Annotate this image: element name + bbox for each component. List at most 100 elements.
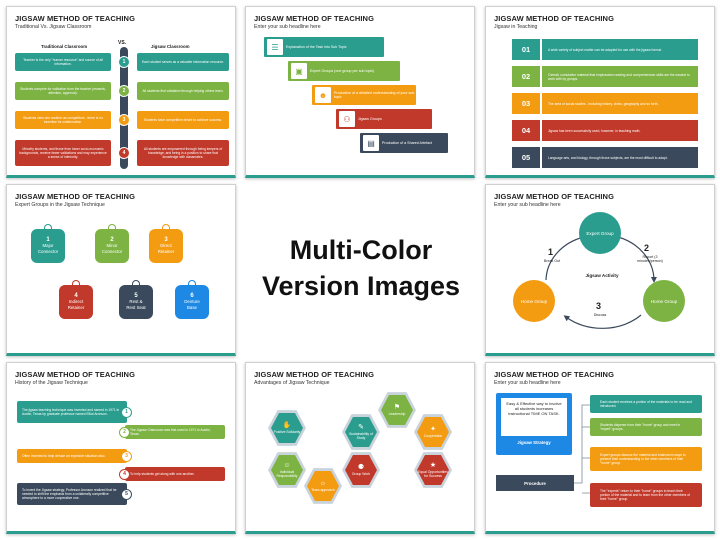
slide-thumbnail-7[interactable]: JIGSAW METHOD OF TEACHING History of the…	[6, 362, 236, 534]
advantage-hexagon: ✎Sustainability of Study	[342, 414, 380, 450]
home-group-left-label: Home Group	[520, 298, 548, 304]
history-number-badge: 1	[121, 406, 132, 418]
tag-number: 6	[190, 292, 194, 299]
row-number: 03	[512, 93, 540, 114]
strategy-text: Easy & Effective way to involve all stud…	[501, 398, 567, 436]
history-number-badge: 3	[121, 450, 132, 462]
board-icon: ▤	[362, 134, 380, 152]
slide-title: JIGSAW METHOD OF TEACHING	[15, 192, 136, 201]
people-icon: ☻	[314, 86, 332, 104]
advantage-label: Individual Responsibility	[276, 470, 298, 478]
history-item: To invent the Jigsaw strategy, Professor…	[17, 483, 127, 505]
procedure-box: Procedure	[496, 475, 574, 491]
jigsaw-activity-label: Jigsaw Activity	[585, 273, 619, 278]
slide-thumbnail-3[interactable]: JIGSAW METHOD OF TEACHING Jigsaw in Teac…	[485, 6, 715, 178]
advantage-hexagon: ✦Cooperation	[414, 414, 452, 450]
slide-thumbnail-5[interactable]: JIGSAW METHOD OF TEACHING Enter your sub…	[485, 184, 715, 356]
advantage-label: Group Work	[351, 472, 371, 476]
slide-title: JIGSAW METHOD OF TEACHING	[494, 192, 615, 201]
slide-title: JIGSAW METHOD OF TEACHING	[15, 14, 136, 23]
hexagon-body: ⚈Group Work	[345, 454, 377, 486]
right-header: Jigsaw Classroom	[151, 44, 190, 49]
staircase-step: ☻Production of a detailed understanding …	[312, 85, 416, 105]
tag-line-2: Retainer	[67, 304, 85, 310]
slide-subtitle: Expert Groups in the Jigsaw Technique	[15, 202, 105, 208]
tag-hook-icon	[44, 224, 52, 230]
tag-number: 2	[110, 236, 114, 243]
hexagon-body: ★Equal Opportunities for Success	[417, 454, 449, 486]
step-text: Jigsaw Groups	[358, 116, 382, 121]
advantage-hexagon: ☺Individual Responsibility	[268, 452, 306, 488]
row-number: 02	[512, 66, 540, 87]
slide-subtitle: Traditional Vs. Jigsaw Classroom	[15, 24, 92, 30]
home-group-right-label: Home Group	[650, 298, 678, 304]
step-1-number: 1	[548, 247, 554, 257]
row-number-badge: 1	[118, 56, 130, 68]
center-title-line-1: Multi-Color	[289, 235, 433, 265]
team-icon: ☼	[319, 480, 327, 487]
person-icon: ☺	[283, 462, 291, 469]
advantage-label: Cooperation	[423, 434, 443, 438]
step-2-label: Report (3 minutes/person)	[637, 255, 663, 263]
row-text: The area of social studies - including h…	[542, 93, 698, 114]
tag-hook-icon	[162, 224, 170, 230]
history-number-badge: 2	[119, 426, 130, 438]
tag-line-1: Denture	[184, 299, 200, 305]
history-item: To help students get along with one anot…	[125, 467, 225, 481]
advantage-hexagon: ✋Positive Solidarity	[268, 410, 306, 446]
hexagon-body: ⚑Leadership	[381, 394, 413, 426]
slide-thumbnail-9[interactable]: JIGSAW METHOD OF TEACHING Enter your sub…	[485, 362, 715, 534]
step-3-label: Discuss	[593, 313, 607, 317]
jigsaw-point: All students find validation through hel…	[137, 82, 229, 100]
slide-thumbnail-8[interactable]: JIGSAW METHOD OF TEACHING Advantages of …	[245, 362, 475, 534]
slide-thumbnail-1[interactable]: JIGSAW METHOD OF TEACHING Traditional Vs…	[6, 6, 236, 178]
advantage-hexagon: ⚑Leadership	[378, 392, 416, 428]
tag-line-2: Retainer	[157, 248, 175, 254]
row-number: 04	[512, 120, 540, 141]
slide-subtitle: History of the Jigsaw Technique	[15, 380, 88, 386]
row-number-badge: 3	[118, 114, 130, 126]
vs-label: VS.	[118, 40, 127, 46]
step-text: Explanation of the Task into Sub Topic	[286, 44, 347, 49]
staircase-step: ▣Expert Groups (one group per sub topic)	[288, 61, 400, 81]
presentation-icon: ▣	[290, 62, 308, 80]
slide-title: JIGSAW METHOD OF TEACHING	[494, 14, 615, 23]
step-3-number: 3	[596, 301, 602, 311]
tag-line-1: Minor	[106, 243, 118, 249]
tag-number: 5	[134, 292, 138, 299]
step-text: Expert Groups (one group per sub topic)	[310, 68, 375, 73]
tag-line-2: Connector	[37, 248, 59, 254]
tag-line-2: Base	[186, 304, 197, 310]
slide-thumbnail-4[interactable]: JIGSAW METHOD OF TEACHING Expert Groups …	[6, 184, 236, 356]
tag-number: 1	[46, 236, 50, 243]
traditional-point: Students view one another as competitors…	[15, 111, 111, 129]
group-icon: ⚇	[338, 110, 356, 128]
row-text: A wide variety of subject matter can be …	[542, 39, 698, 60]
step-text: Production of a detailed understanding o…	[334, 90, 415, 99]
slide-title: JIGSAW METHOD OF TEACHING	[254, 370, 375, 379]
clipboard-icon: ☰	[266, 38, 284, 56]
hexagon-body: ☼Team-approach	[307, 470, 339, 502]
slide-thumbnail-2[interactable]: JIGSAW METHOD OF TEACHING Enter your sub…	[245, 6, 475, 178]
procedure-step: Each student receives a portion of the m…	[590, 395, 702, 413]
tag-hook-icon	[108, 224, 116, 230]
leader-icon: ⚑	[393, 404, 401, 411]
row-number-badge: 2	[118, 85, 130, 97]
home-group-right-flower: Home Group	[646, 283, 682, 319]
tag-line-1: Indirect	[68, 299, 84, 305]
jigsaw-point: Each student serves as a valuable inform…	[137, 53, 229, 71]
history-number-badge: 5	[121, 488, 132, 500]
step-2-number: 2	[644, 243, 650, 253]
book-icon: ✎	[358, 424, 364, 431]
trophy-icon: ★	[429, 462, 437, 469]
tag-number: 4	[74, 292, 78, 299]
